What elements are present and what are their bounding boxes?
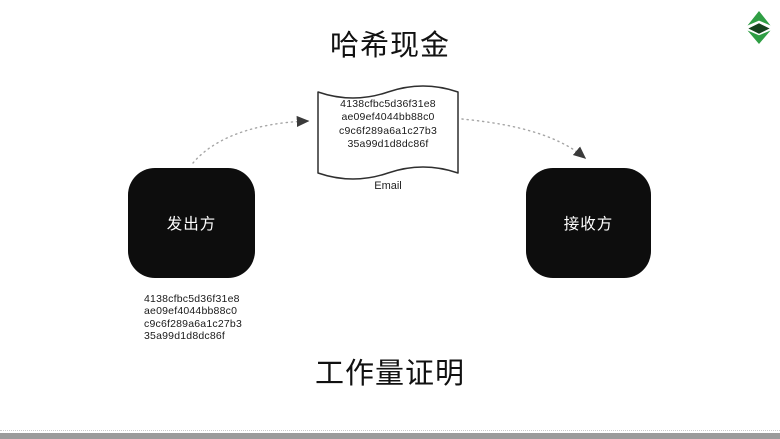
receiver-node[interactable]: 接收方 [526, 168, 651, 278]
hash-line: ae09ef4044bb88c0 [144, 305, 238, 318]
sender-node-label: 发出方 [166, 216, 217, 233]
arrow-email-to-receiver [461, 118, 587, 159]
email-note-hash: 4138cfbc5d36f31e8 ae09ef4044bb88c0 c9c6f… [318, 98, 458, 152]
email-note-shape[interactable] [312, 74, 464, 191]
footer-title: 工作量证明 [314, 358, 465, 390]
hash-line: 4138cfbc5d36f31e8 [340, 98, 436, 110]
email-note-label: Email [374, 180, 402, 192]
hash-line: 35a99d1d8dc86f [144, 330, 226, 343]
bottom-dotted-line [0, 430, 780, 431]
sender-node[interactable]: 发出方 [128, 168, 255, 278]
sender-hash: 4138cfbc5d36f31e8 ae09ef4044bb88c0 c9c6f… [144, 293, 242, 343]
hash-line: 4138cfbc5d36f31e8 [144, 293, 240, 305]
horizontal-scrollbar[interactable] [0, 433, 780, 439]
hash-line: c9c6f289a6a1c27b3 [144, 317, 242, 330]
hash-line: c9c6f289a6a1c27b3 [339, 124, 437, 137]
page-title: 哈希现金 [329, 30, 450, 62]
hash-line: 35a99d1d8dc86f [347, 138, 429, 151]
hash-line: ae09ef4044bb88c0 [341, 111, 435, 124]
receiver-node-label: 接收方 [563, 216, 614, 233]
arrow-sender-to-email [192, 115, 310, 164]
ethereum-classic-logo-icon [747, 11, 771, 44]
